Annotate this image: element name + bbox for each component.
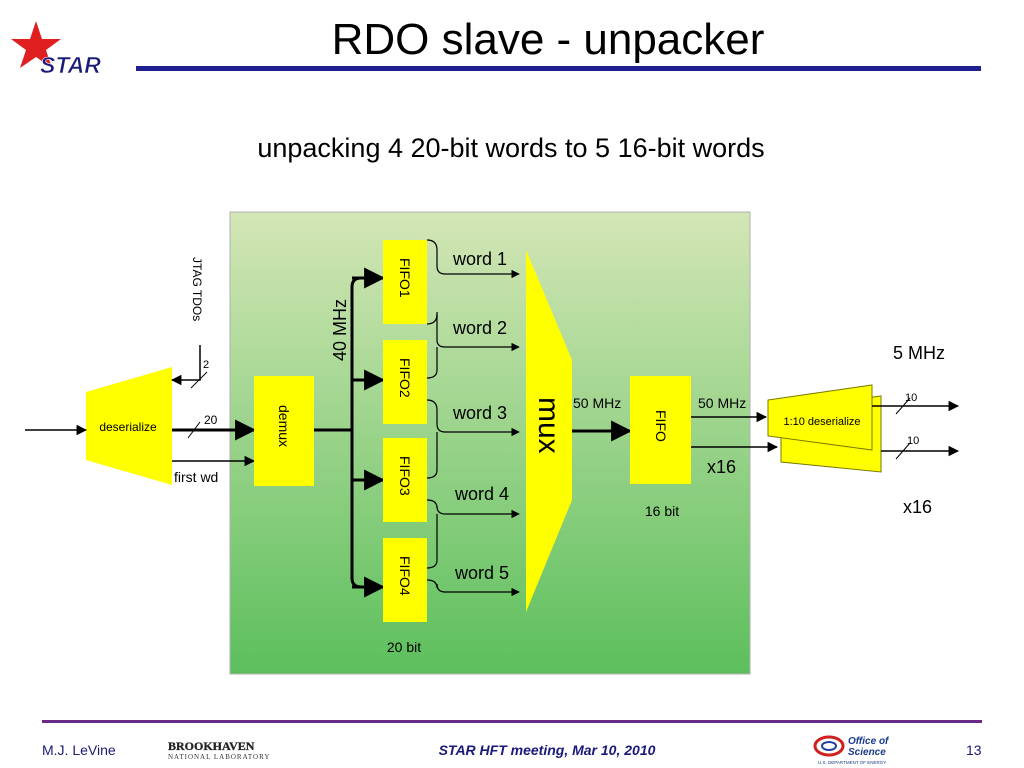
fifo1-label: FIFO1 bbox=[397, 258, 413, 298]
mux-block bbox=[526, 250, 572, 612]
mux-label: mux bbox=[532, 397, 565, 454]
word4-branch-lower bbox=[426, 514, 438, 569]
page-subtitle: unpacking 4 20-bit words to 5 16-bit wor… bbox=[257, 133, 764, 163]
bus-width-10-top: 10 bbox=[905, 392, 917, 404]
jtag-line bbox=[170, 345, 201, 386]
word4-branch bbox=[426, 499, 520, 519]
page-title: RDO slave - unpacker bbox=[332, 15, 765, 64]
fifo1-block bbox=[383, 240, 427, 324]
deserialize-out-block-front bbox=[767, 384, 873, 451]
x16-right-label: x16 bbox=[903, 497, 932, 517]
jtag-tick bbox=[190, 371, 208, 389]
output-fifo-block bbox=[630, 376, 691, 484]
output-fifo-label: FIFO bbox=[653, 410, 669, 442]
word5-label: word 5 bbox=[454, 563, 509, 583]
word2-branch-lower bbox=[426, 347, 438, 379]
fifo4-block bbox=[383, 538, 427, 622]
word2-branch bbox=[436, 312, 520, 352]
deserialize-label: deserialize bbox=[99, 420, 157, 434]
bus-width-10-bottom: 10 bbox=[907, 435, 919, 447]
width-16bit-label: 16 bit bbox=[645, 503, 679, 519]
footer-page-number: 13 bbox=[966, 742, 982, 758]
bus-width-2: 2 bbox=[203, 359, 209, 371]
x16-fifo-label: x16 bbox=[707, 457, 736, 477]
star-logo: STAR bbox=[11, 21, 102, 78]
bnl-logo-subtext: NATIONAL LABORATORY bbox=[168, 753, 270, 761]
bnl-logo: BROOKHAVEN NATIONAL LABORATORY bbox=[168, 739, 270, 761]
header-rule bbox=[136, 66, 981, 71]
bus10-tick-top bbox=[895, 397, 911, 415]
fifo2-label: FIFO2 bbox=[397, 358, 413, 398]
word2-label: word 2 bbox=[452, 318, 507, 338]
star-logo-text: STAR bbox=[40, 52, 101, 78]
doe-logo-line3: U.S. DEPARTMENT OF ENERGY bbox=[818, 760, 886, 765]
word4-label: word 4 bbox=[454, 484, 509, 504]
bus10-tick-bottom bbox=[895, 442, 911, 460]
doe-swirl-icon bbox=[813, 735, 845, 757]
bus20-tick bbox=[187, 421, 201, 439]
fifo1-top-branch bbox=[426, 239, 520, 279]
jtag-tdos-label: JTAG TDOs bbox=[190, 257, 204, 321]
doe-logo-line1: Office of bbox=[848, 736, 890, 747]
fifo3-block bbox=[383, 438, 427, 522]
doe-office-of-science-logo: Office of Science U.S. DEPARTMENT OF ENE… bbox=[813, 735, 890, 765]
word3-branch bbox=[426, 399, 520, 437]
footer-rule bbox=[42, 720, 982, 723]
fifo3-label: FIFO3 bbox=[397, 456, 413, 496]
bnl-logo-text: BROOKHAVEN bbox=[168, 739, 255, 753]
fifo2-block bbox=[383, 340, 427, 424]
width-20bit-label: 20 bit bbox=[387, 639, 421, 655]
word1-label: word 1 bbox=[452, 249, 507, 269]
first-wd-label: first wd bbox=[174, 469, 218, 485]
word3-label: word 3 bbox=[452, 403, 507, 423]
doe-logo-line2: Science bbox=[848, 747, 886, 758]
deserialize-block bbox=[86, 367, 172, 485]
clock-50mhz-in-label: 50 MHz bbox=[573, 395, 621, 411]
fifo4-label: FIFO4 bbox=[397, 556, 413, 596]
demux-block bbox=[254, 376, 314, 486]
deserialize-out-label: 1:10 deserialize bbox=[783, 416, 860, 428]
footer-meeting: STAR HFT meeting, Mar 10, 2010 bbox=[439, 742, 656, 758]
star-icon bbox=[11, 21, 61, 68]
doe-swirl-inner-icon bbox=[821, 741, 837, 751]
clock-50mhz-out-label: 50 MHz bbox=[698, 395, 746, 411]
word5-branch bbox=[426, 579, 520, 597]
clock-40mhz-label: 40 MHz bbox=[330, 299, 350, 361]
footer-author: M.J. LeVine bbox=[42, 742, 116, 758]
demux-label: demux bbox=[276, 405, 292, 447]
word3-branch-lower bbox=[426, 432, 438, 479]
bus-width-20: 20 bbox=[204, 413, 218, 427]
clock-5mhz-label: 5 MHz bbox=[893, 343, 945, 363]
